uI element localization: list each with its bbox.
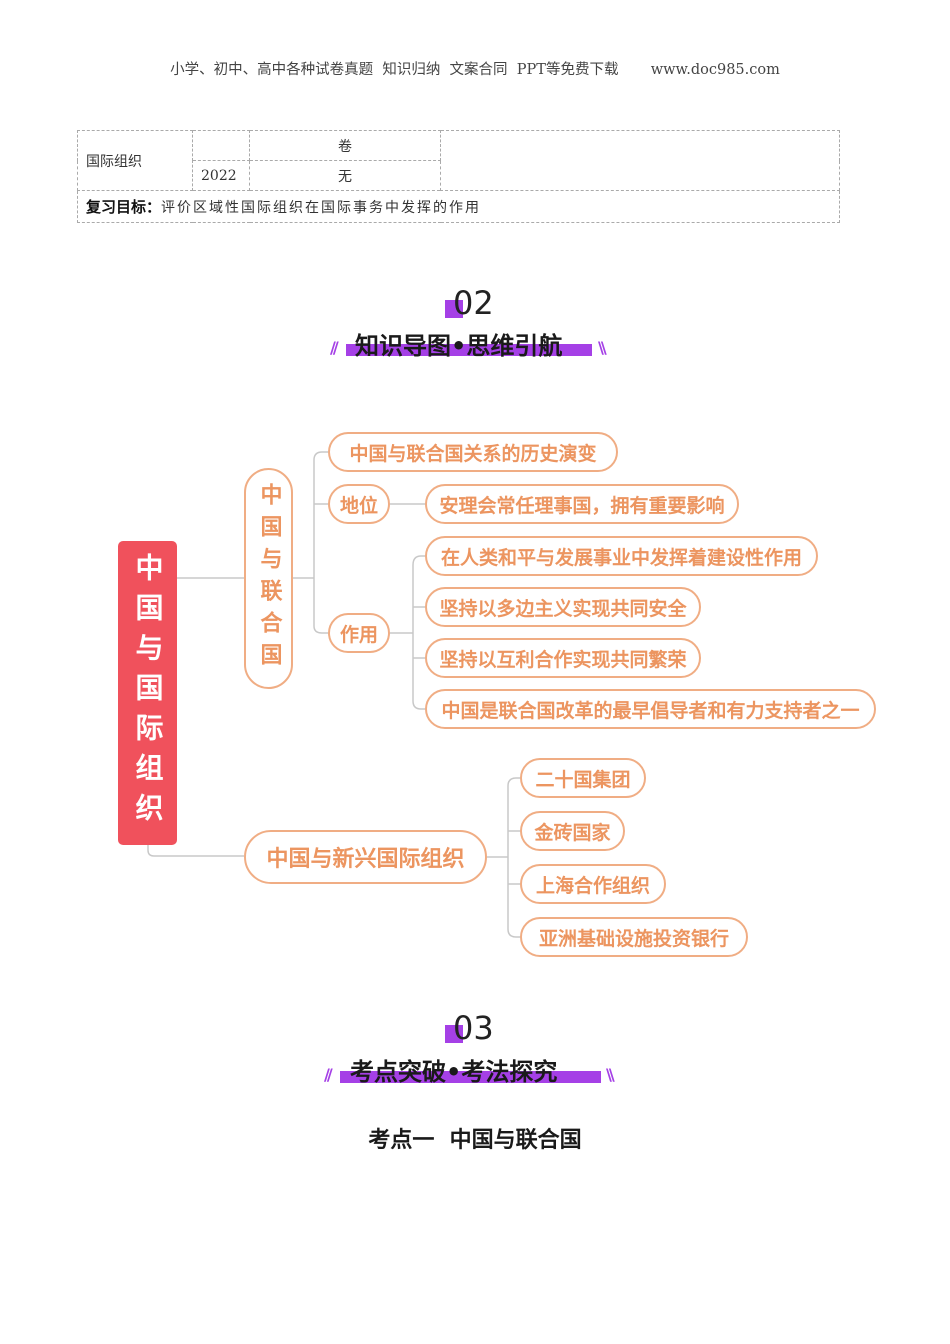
cell-r2-c3: 无	[249, 160, 441, 191]
node-status: 地位	[328, 484, 390, 524]
branch-un: 中国与联合国	[244, 468, 293, 689]
section3-number-mark	[445, 1025, 463, 1043]
section2-number: 02	[453, 284, 494, 322]
node-emerging-2: 金砖国家	[520, 811, 625, 851]
mindmap-connectors	[147, 451, 520, 938]
year-cell: 2022	[192, 160, 250, 191]
node-role: 作用	[328, 613, 390, 653]
section2-title-bar	[346, 344, 592, 356]
node-role-2: 坚持以多边主义实现共同安全	[425, 587, 701, 627]
page-header: 小学、初中、高中各种试卷真题 知识归纳 文案合同 PPT等免费下载 www.do…	[170, 62, 780, 78]
section3-slashes-right: \\	[606, 1065, 615, 1084]
node-role-1: 在人类和平与发展事业中发挥着建设性作用	[425, 536, 818, 576]
section3-slashes-left: //	[324, 1065, 333, 1084]
node-un-history: 中国与联合国关系的历史演变	[328, 432, 618, 472]
cell-empty	[440, 130, 840, 191]
review-goal: 复习目标：评价区域性国际组织在国际事务中发挥的作用	[77, 190, 840, 223]
goal-label: 复习目标	[86, 198, 147, 216]
topic-cell: 国际组织	[77, 130, 193, 191]
node-emerging-1: 二十国集团	[520, 758, 646, 798]
section2-number-mark	[445, 300, 463, 318]
root-label: 中国与国际组织	[131, 553, 165, 833]
cell-r1-c3: 卷	[249, 130, 441, 161]
section2-title: 知识导图•思维引航	[355, 332, 563, 360]
section3-number: 03	[453, 1009, 494, 1047]
node-emerging-3: 上海合作组织	[520, 864, 666, 904]
node-emerging-4: 亚洲基础设施投资银行	[520, 917, 748, 957]
section3-title: 考点突破•考法探究	[350, 1058, 558, 1086]
branch-emerging: 中国与新兴国际组织	[244, 830, 487, 884]
goal-colon: ：	[146, 198, 162, 216]
info-table: 国际组织 卷 2022 无 复习目标：评价区域性国际组织在国际事务中发挥的作用	[77, 130, 840, 223]
node-status-detail: 安理会常任理事国，拥有重要影响	[425, 484, 739, 524]
goal-text: 评价区域性国际组织在国际事务中发挥的作用	[161, 200, 482, 216]
section3-title-bar	[340, 1071, 601, 1083]
node-role-3: 坚持以互利合作实现共同繁荣	[425, 638, 701, 678]
node-role-4: 中国是联合国改革的最早倡导者和有力支持者之一	[425, 689, 876, 729]
mindmap-root: 中国与国际组织	[118, 541, 177, 845]
section2-slashes-right: \\	[598, 338, 607, 357]
kaodian-title: 考点一 中国与联合国	[368, 1128, 582, 1153]
section2-slashes-left: //	[330, 338, 339, 357]
branch-un-label: 中国与联合国	[256, 482, 282, 675]
